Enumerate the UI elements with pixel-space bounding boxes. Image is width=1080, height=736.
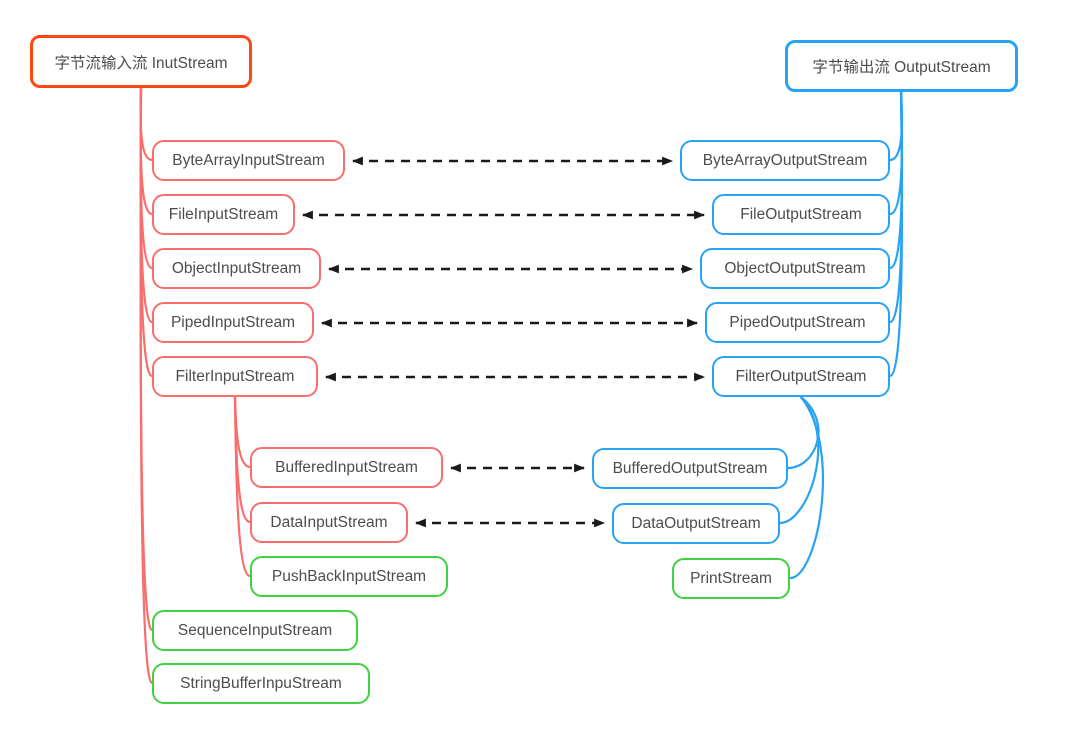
edge-root-fileoutput — [888, 88, 904, 216]
node-label: PipedOutputStream — [729, 313, 866, 331]
edge-root-fileinput — [139, 86, 154, 216]
node-label: 字节输出流 OutputStream — [812, 59, 991, 76]
node-filter-input-stream[interactable]: FilterInputStream — [152, 356, 318, 397]
node-label: ByteArrayInputStream — [172, 151, 325, 169]
node-string-buffer-input-stream[interactable]: StringBufferInpuStream — [152, 663, 370, 704]
edge-root-pipedinput — [139, 86, 154, 324]
node-output-stream-root[interactable]: 字节输出流 OutputStream — [785, 40, 1018, 92]
node-label: SequenceInputStream — [177, 621, 333, 639]
edge-root-bytearrayinput — [139, 86, 154, 162]
node-push-back-input-stream[interactable]: PushBackInputStream — [250, 556, 448, 597]
node-object-input-stream[interactable]: ObjectInputStream — [152, 248, 321, 289]
node-piped-output-stream[interactable]: PipedOutputStream — [705, 302, 890, 343]
node-label: ByteArrayOutputStream — [702, 151, 868, 169]
node-label: DataOutputStream — [631, 514, 761, 532]
node-sequence-input-stream[interactable]: SequenceInputStream — [152, 610, 358, 651]
node-label: ObjectInputStream — [171, 259, 302, 277]
node-data-output-stream[interactable]: DataOutputStream — [612, 503, 780, 544]
edge-root-filteroutput — [888, 88, 904, 378]
edge-root-objectinput — [139, 86, 154, 270]
edge-root-bytearrayoutput — [888, 88, 904, 162]
node-label: FilterInputStream — [175, 367, 295, 385]
node-print-stream[interactable]: PrintStream — [672, 558, 790, 599]
node-label: ObjectOutputStream — [724, 259, 866, 277]
node-object-output-stream[interactable]: ObjectOutputStream — [700, 248, 890, 289]
edge-filteroutput-printstream — [788, 395, 825, 580]
node-label: 字节流输入流 InutStream — [54, 54, 228, 72]
node-byte-array-input-stream[interactable]: ByteArrayInputStream — [152, 140, 345, 181]
edge-root-stringbufferinput — [139, 86, 154, 685]
edge-filterinput-bufferedinput — [233, 395, 252, 469]
node-filter-output-stream[interactable]: FilterOutputStream — [712, 356, 890, 397]
node-data-input-stream[interactable]: DataInputStream — [250, 502, 408, 543]
node-label: DataInputStream — [270, 513, 388, 531]
edge-filterinput-pushbackinput — [233, 395, 252, 578]
node-label: PushBackInputStream — [271, 567, 427, 585]
edge-root-pipedoutput — [888, 88, 904, 324]
node-label: FileOutputStream — [740, 205, 862, 223]
node-label: BufferedOutputStream — [612, 459, 768, 477]
edge-root-objectoutput — [888, 88, 904, 270]
edge-filterinput-datainput — [233, 395, 252, 524]
node-label: StringBufferInpuStream — [180, 674, 342, 692]
edge-filteroutput-bufferedoutput — [786, 395, 820, 470]
edge-root-filterinput — [139, 86, 154, 378]
node-label: FilterOutputStream — [735, 367, 867, 385]
node-label: BufferedInputStream — [275, 458, 418, 476]
node-piped-input-stream[interactable]: PipedInputStream — [152, 302, 314, 343]
node-byte-array-output-stream[interactable]: ByteArrayOutputStream — [680, 140, 890, 181]
node-file-output-stream[interactable]: FileOutputStream — [712, 194, 890, 235]
node-label: FileInputStream — [168, 205, 279, 223]
node-buffered-input-stream[interactable]: BufferedInputStream — [250, 447, 443, 488]
node-buffered-output-stream[interactable]: BufferedOutputStream — [592, 448, 788, 489]
node-file-input-stream[interactable]: FileInputStream — [152, 194, 295, 235]
edge-root-sequenceinput — [139, 86, 154, 632]
node-label: PrintStream — [690, 569, 772, 587]
node-input-stream-root[interactable]: 字节流输入流 InutStream — [30, 35, 252, 88]
node-label: PipedInputStream — [170, 313, 296, 331]
